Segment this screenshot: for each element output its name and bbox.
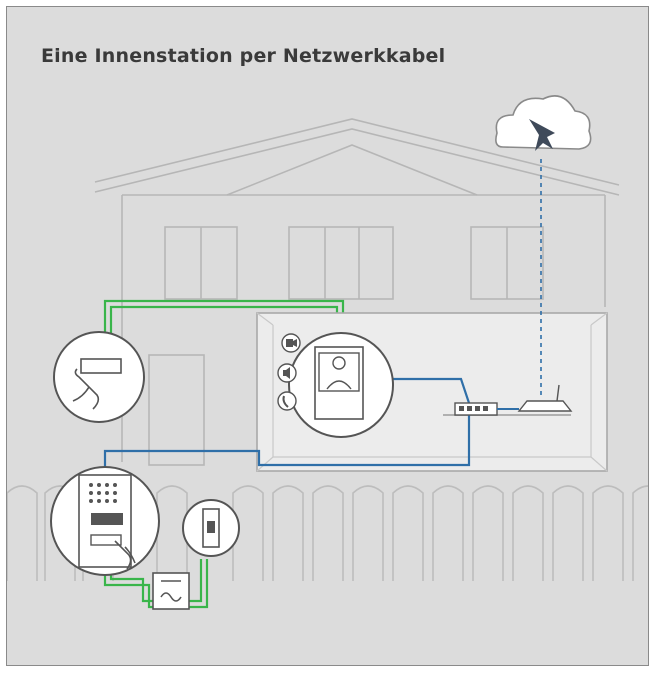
diagram-frame: Eine Innenstation per Netzwerkkabel: [6, 6, 649, 666]
installation-diagram: [7, 95, 648, 610]
intercom-monitor-icon: [288, 332, 394, 438]
fence-outline: [7, 485, 648, 581]
network-switch-icon: [454, 402, 498, 416]
router-icon: [497, 384, 573, 412]
door-opener-icon: [182, 499, 240, 557]
house-outline: [94, 118, 620, 466]
doorbell-button-icon: [53, 331, 145, 423]
phone-icon: [277, 391, 297, 411]
diagram-title: Eine Innenstation per Netzwerkkabel: [41, 45, 446, 67]
speaker-icon: [277, 363, 297, 383]
outdoor-station-icon: [50, 466, 160, 576]
blue-wire: [103, 377, 471, 477]
camera-icon: [281, 333, 301, 353]
power-supply-icon: [152, 572, 190, 610]
cloud-icon: [495, 95, 592, 151]
